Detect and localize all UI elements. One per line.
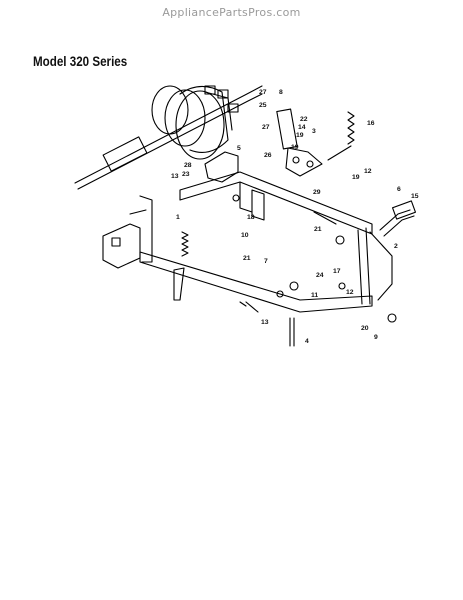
callout-label: 10 xyxy=(241,232,249,239)
callout-label: 21 xyxy=(243,255,251,262)
callout-label: 25 xyxy=(259,102,267,109)
callout-label: 1 xyxy=(176,214,180,221)
callout-label: 23 xyxy=(182,171,190,178)
callout-label: 16 xyxy=(367,120,375,127)
callout-label: 14 xyxy=(298,124,306,131)
callout-label: 18 xyxy=(247,214,255,221)
callout-label: 11 xyxy=(311,292,318,299)
callout-label: 4 xyxy=(305,338,309,345)
callout-label: 3 xyxy=(312,128,316,135)
page-title: Model 320 Series xyxy=(33,54,128,69)
callout-label: 5 xyxy=(237,145,241,152)
callout-label: 27 xyxy=(259,89,267,96)
callout-label: 17 xyxy=(333,268,341,275)
callout-label: 28 xyxy=(184,162,192,169)
callout-label: 13 xyxy=(261,319,269,326)
callout-label: 12 xyxy=(346,289,354,296)
callout-label: 21 xyxy=(314,226,322,233)
callout-label: 6 xyxy=(397,186,401,193)
callout-label: 24 xyxy=(316,272,324,279)
callout-label: 19 xyxy=(352,174,360,181)
callout-label: 19 xyxy=(291,144,299,151)
callout-label: 8 xyxy=(279,89,283,96)
callout-labels: 27 8 25 22 14 19 3 16 27 19 5 26 12 28 2… xyxy=(171,89,419,345)
callout-label: 29 xyxy=(313,189,321,196)
callout-label: 19 xyxy=(296,132,304,139)
callout-label: 27 xyxy=(262,124,270,131)
callout-label: 2 xyxy=(394,243,398,250)
callout-label: 12 xyxy=(364,168,372,175)
watermark: AppliancePartsPros.com xyxy=(162,6,301,19)
callout-label: 26 xyxy=(264,152,272,159)
callout-label: 13 xyxy=(171,173,179,180)
callout-label: 7 xyxy=(264,258,268,265)
callout-label: 9 xyxy=(374,334,378,341)
callout-label: 22 xyxy=(300,116,308,123)
callout-label: 20 xyxy=(361,325,369,332)
diagram-artwork xyxy=(74,85,416,347)
callout-label: 15 xyxy=(411,193,419,200)
